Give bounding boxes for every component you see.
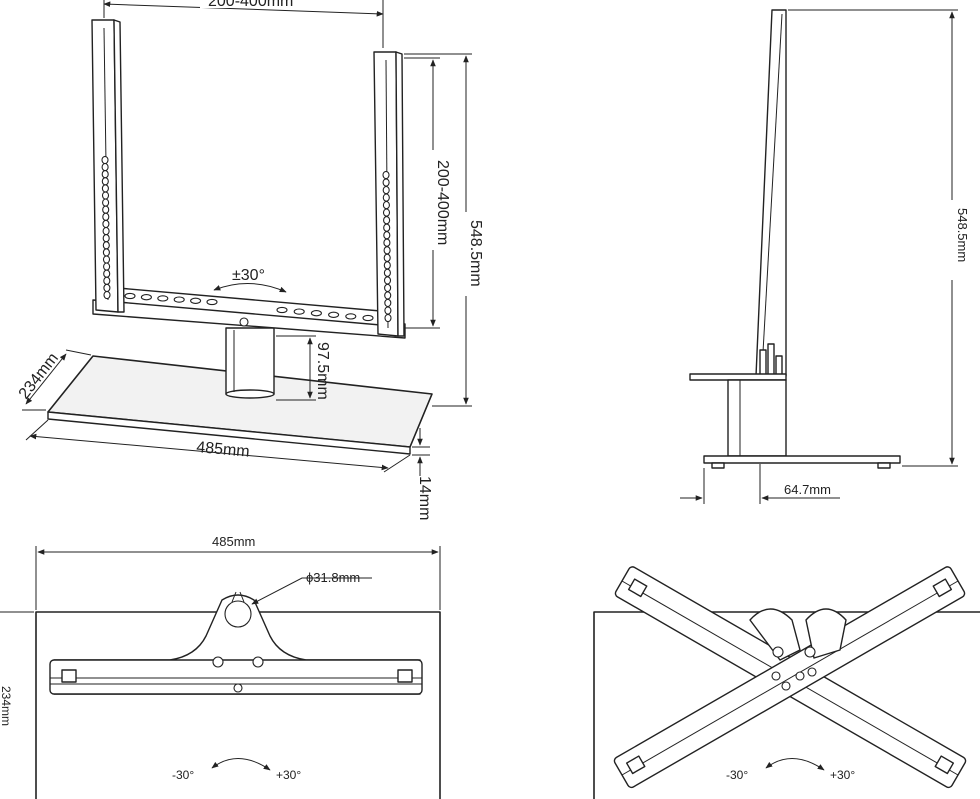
rotated-view-plate: [593, 611, 980, 799]
rotation-arrow-a: [211, 758, 271, 771]
side-column: [727, 379, 787, 457]
bracket-slot: [101, 155, 109, 165]
bracket-slot: [102, 198, 110, 207]
vesa-width-label: 200-400mm: [208, 0, 293, 10]
base-width-dimension: 485mm: [25, 419, 411, 473]
bracket-slot: [382, 170, 390, 180]
side-view: 548.5mm 64.7mm: [680, 9, 970, 504]
rotation-arrow-b: [765, 758, 825, 771]
vesa-height-label: 200-400mm: [434, 160, 451, 245]
bracket-slot: [103, 290, 111, 300]
bracket-slot: [383, 246, 391, 255]
rotation-left-label-b: -30°: [726, 768, 748, 782]
side-offset-label: 64.7mm: [784, 482, 831, 497]
side-height-dimension: 548.5mm: [788, 9, 970, 467]
right-bracket-slots: [382, 170, 392, 323]
bracket-slot: [384, 283, 392, 293]
total-height-label-front: 548.5mm: [467, 220, 484, 287]
bracket-slot: [102, 255, 111, 264]
bracket-slot: [102, 219, 110, 229]
side-offset-dimension: 64.7mm: [680, 464, 840, 504]
bracket-slot: [101, 177, 109, 186]
bracket-slot: [383, 216, 391, 225]
left-bracket-slots: [101, 155, 111, 300]
bracket-slot: [383, 261, 391, 270]
crossbar-slot: [362, 314, 374, 322]
bracket-slot: [382, 185, 390, 195]
bracket-slot: [102, 248, 110, 257]
bracket-slot: [102, 241, 110, 250]
bracket-slot: [102, 226, 110, 236]
bracket-slot: [102, 212, 110, 221]
column-height-dimension: 97.5mm: [276, 335, 331, 401]
bracket-slot: [382, 178, 390, 187]
bracket-slot: [383, 238, 391, 247]
crossbar-slot: [140, 294, 152, 301]
rotation-right-label-a: +30°: [276, 768, 301, 782]
bracket-slot: [383, 231, 391, 240]
bracket-slot: [103, 269, 111, 278]
rotated-top-view: -30° +30°: [593, 566, 980, 799]
bracket-slot: [101, 162, 109, 172]
top-view: 485mm ϕ31.8mm 234mm -30° +30°: [0, 534, 441, 799]
total-height-dimension: 548.5mm: [404, 53, 484, 407]
bracket-slot: [382, 193, 390, 202]
bracket-slot: [382, 200, 390, 210]
hole-diameter-callout: ϕ31.8mm: [251, 570, 372, 605]
crossbar-slot: [124, 292, 136, 300]
bracket-slot: [384, 291, 392, 300]
top-width-label: 485mm: [212, 534, 255, 549]
base-width-label-front: 485mm: [196, 439, 251, 461]
base-depth-label: 234mm: [16, 350, 62, 403]
crossbar-slot: [310, 310, 322, 317]
vesa-height-dimension: 200-400mm: [404, 57, 451, 329]
top-width-dimension: 485mm: [35, 534, 441, 610]
crossbar-slot: [206, 298, 218, 306]
bracket-slot: [384, 298, 392, 308]
bracket-slot: [103, 276, 111, 285]
base-thickness-dimension: 14mm: [412, 428, 433, 520]
bracket-slot: [383, 223, 391, 232]
rotation-right-label-b: +30°: [830, 768, 855, 782]
top-depth-label: 234mm: [0, 686, 13, 726]
crossbar-slot: [276, 306, 288, 314]
stand-column: [225, 327, 275, 399]
side-upright: [755, 9, 787, 377]
bracket-slot: [102, 234, 110, 243]
side-bracket-plate: [689, 373, 787, 381]
bracket-slot: [382, 208, 391, 217]
crossbar-slot: [173, 296, 185, 303]
bracket-slot: [384, 306, 392, 315]
total-height-label-side: 548.5mm: [955, 208, 970, 262]
column-height-label: 97.5mm: [314, 342, 331, 400]
tilt-label-front: ±30°: [232, 267, 265, 284]
crossbar-slot: [293, 308, 305, 315]
bracket-slot: [101, 170, 109, 179]
bracket-slot: [384, 313, 392, 323]
hole-diameter-label: ϕ31.8mm: [306, 570, 360, 585]
bracket-slot: [383, 276, 392, 285]
crossbar-slots: [124, 292, 374, 322]
bracket-slot: [383, 253, 391, 262]
bracket-slot: [103, 283, 111, 293]
crossbar-slot: [157, 295, 169, 302]
crossbar-slot: [345, 313, 357, 320]
bracket-slot: [101, 184, 109, 193]
tilt-arrow: [213, 282, 287, 293]
crossbar-slot: [190, 297, 202, 304]
bracket-slot: [103, 262, 111, 271]
bracket-slot: [383, 268, 391, 277]
bracket-slot: [102, 205, 110, 214]
vesa-width-dimension: 200-400mm: [103, 0, 384, 48]
rotation-left-label-a: -30°: [172, 768, 194, 782]
bracket-slot: [101, 191, 110, 200]
side-base: [703, 455, 901, 469]
front-view: ±30° 200-400mm 200-400mm 548.5mm: [16, 0, 484, 520]
crossbar-slot: [328, 311, 340, 318]
base-thickness-label: 14mm: [416, 476, 433, 520]
